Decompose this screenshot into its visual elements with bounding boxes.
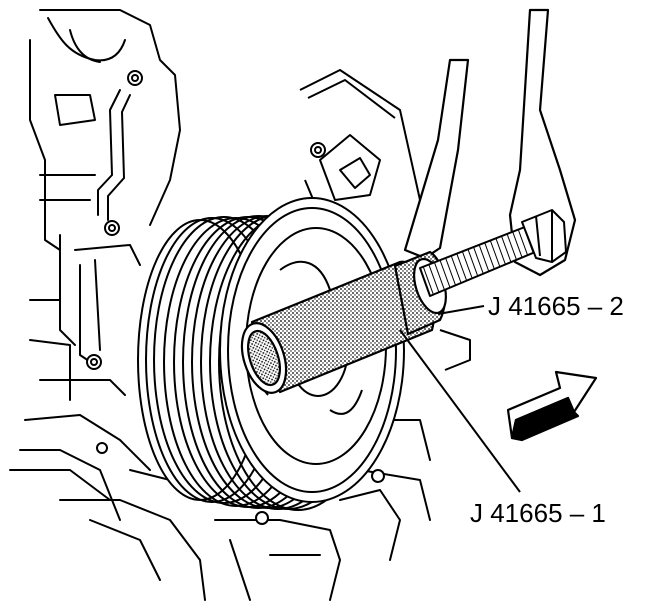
forcing-screw: [419, 209, 567, 297]
callout-tool-j41665-2: J 41665 – 2: [488, 291, 624, 321]
leader-lines: [399, 305, 521, 493]
callout-tool-j41665-1: J 41665 – 1: [470, 498, 606, 528]
engine-block: [9, 9, 431, 601]
direction-arrow: [506, 370, 598, 442]
wrench-handle: [403, 8, 577, 277]
block-bolts: [86, 70, 385, 525]
